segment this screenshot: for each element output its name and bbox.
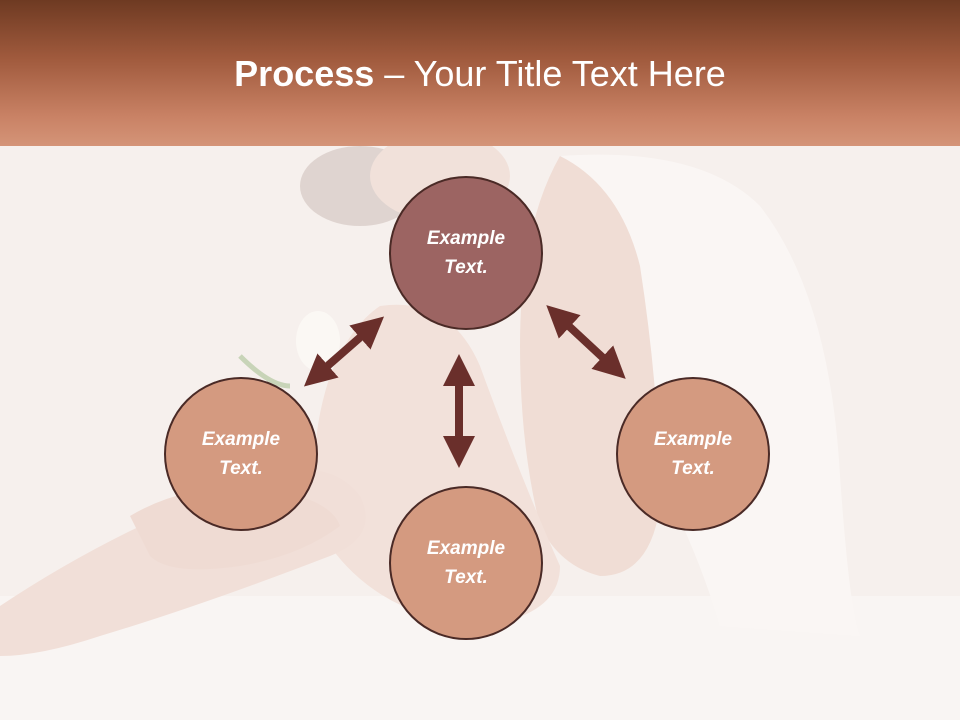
- right-node: Example Text.: [616, 377, 770, 531]
- title-bold: Process: [234, 53, 375, 94]
- right-node-line1: Example: [653, 429, 733, 450]
- center-node: Example Text.: [389, 176, 543, 330]
- center-node-line2: Text.: [444, 257, 488, 278]
- slide-title: Process – Your Title Text Here: [0, 52, 960, 96]
- bottom-node-line2: Text.: [444, 567, 488, 588]
- bottom-node-line1: Example: [426, 538, 506, 559]
- title-rest: – Your Title Text Here: [374, 53, 726, 94]
- left-node-line2: Text.: [219, 458, 263, 479]
- title-bar: Process – Your Title Text Here: [0, 0, 960, 146]
- left-node-line1: Example: [201, 429, 281, 450]
- center-node-line1: Example: [426, 228, 506, 249]
- right-node-line2: Text.: [671, 458, 715, 479]
- left-node: Example Text.: [164, 377, 318, 531]
- bottom-node: Example Text.: [389, 486, 543, 640]
